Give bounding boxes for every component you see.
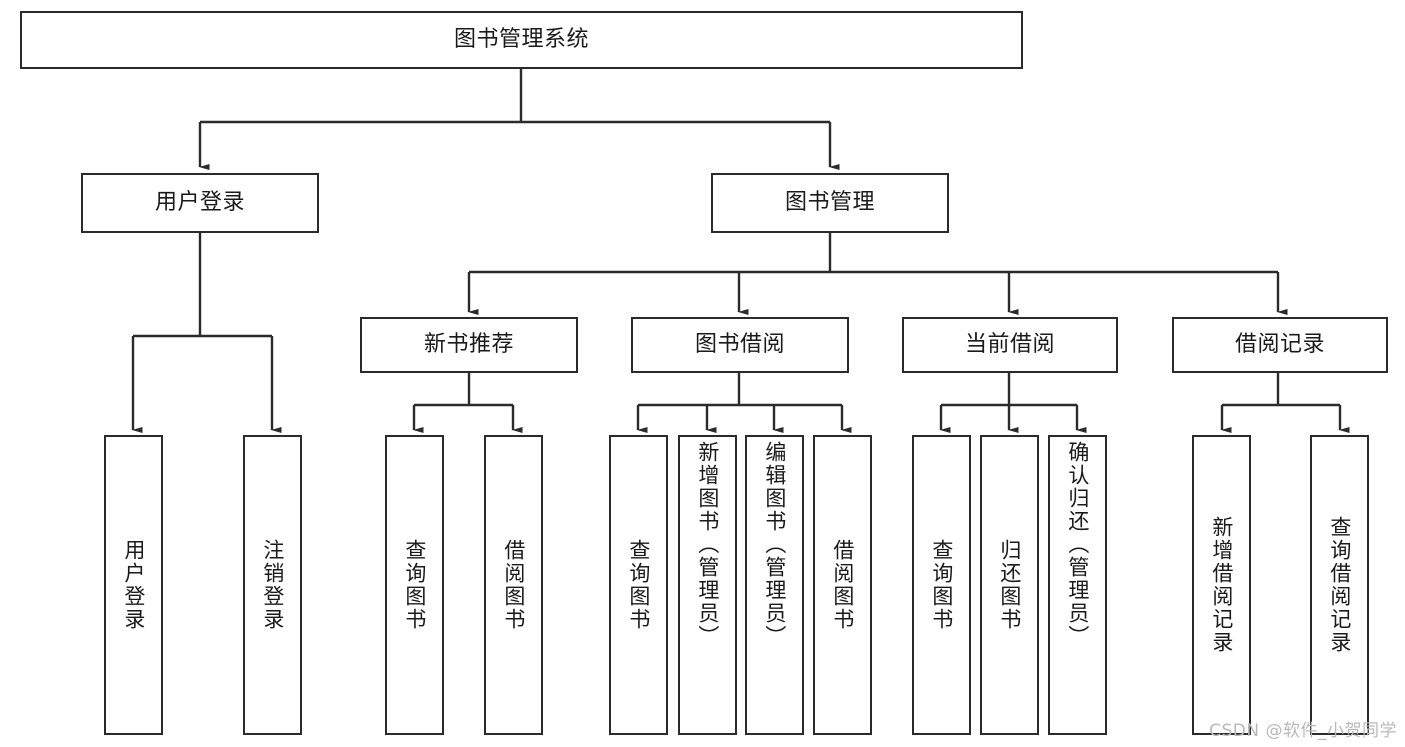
node-current-borrow[interactable]: 当前借阅 [902,317,1118,373]
node-leaf-return-book[interactable]: 归还图书 [980,435,1039,735]
node-leaf-confirm-return[interactable]: 确认归还（管理员） [1048,435,1107,735]
node-borrow-record[interactable]: 借阅记录 [1172,317,1388,373]
node-current-borrow-label: 当前借阅 [964,332,1055,358]
node-leaf-add-book[interactable]: 新增图书（管理员） [678,435,737,735]
node-leaf-logout-label: 注销登录 [260,539,285,631]
node-borrow-record-label: 借阅记录 [1234,332,1325,358]
node-root[interactable]: 图书管理系统 [20,11,1023,69]
node-leaf-user-login-label: 用户登录 [121,539,146,631]
node-book-borrow[interactable]: 图书借阅 [631,317,849,373]
node-root-label: 图书管理系统 [453,27,589,53]
node-leaf-logout[interactable]: 注销登录 [243,435,302,735]
node-user-login[interactable]: 用户登录 [81,173,319,233]
node-leaf-query-record[interactable]: 查询借阅记录 [1310,435,1369,735]
node-leaf-borrow-book-1-label: 借阅图书 [501,539,526,631]
node-leaf-return-book-label: 归还图书 [997,539,1022,631]
node-leaf-query-book-3[interactable]: 查询图书 [912,435,971,735]
node-book-borrow-label: 图书借阅 [694,332,785,358]
node-leaf-borrow-book-2[interactable]: 借阅图书 [813,435,872,735]
node-book-manage[interactable]: 图书管理 [711,173,949,233]
watermark-text: CSDN @软件_小贺同学 [1209,721,1397,741]
node-new-book-rec-label: 新书推荐 [423,332,514,358]
node-leaf-borrow-book-1[interactable]: 借阅图书 [484,435,543,735]
node-leaf-query-book-2-label: 查询图书 [626,539,651,631]
node-leaf-query-record-label: 查询借阅记录 [1327,516,1352,654]
node-leaf-query-book-3-label: 查询图书 [929,539,954,631]
node-new-book-rec[interactable]: 新书推荐 [360,317,578,373]
node-book-manage-label: 图书管理 [784,190,875,216]
node-leaf-query-book-1-label: 查询图书 [402,539,427,631]
node-leaf-edit-book-label: 编辑图书（管理员） [762,441,787,648]
node-leaf-add-book-label: 新增图书（管理员） [695,441,720,648]
node-leaf-add-record-label: 新增借阅记录 [1209,516,1234,654]
node-leaf-query-book-1[interactable]: 查询图书 [385,435,444,735]
node-leaf-query-book-2[interactable]: 查询图书 [609,435,668,735]
node-leaf-add-record[interactable]: 新增借阅记录 [1192,435,1251,735]
node-leaf-confirm-return-label: 确认归还（管理员） [1065,441,1090,648]
node-leaf-edit-book[interactable]: 编辑图书（管理员） [745,435,804,735]
node-user-login-label: 用户登录 [154,190,245,216]
node-leaf-borrow-book-2-label: 借阅图书 [830,539,855,631]
node-leaf-user-login[interactable]: 用户登录 [104,435,163,735]
